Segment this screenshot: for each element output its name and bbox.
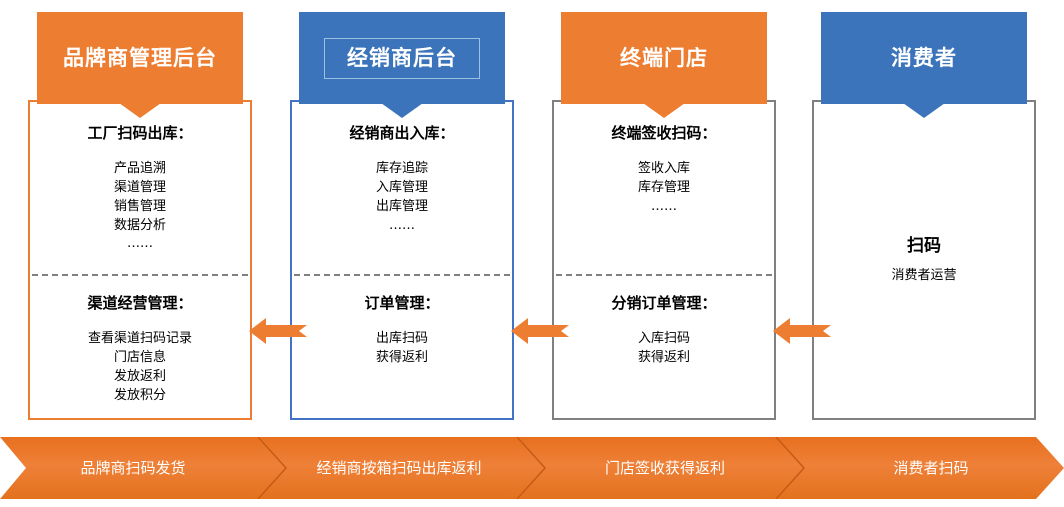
section-line: 库存管理 bbox=[637, 179, 690, 195]
section-line: 发放积分 bbox=[113, 387, 166, 403]
section-line: 签收入库 bbox=[637, 161, 690, 176]
section-line: …… bbox=[389, 217, 415, 233]
section-divider bbox=[32, 274, 248, 276]
consumer-content: 扫码 消费者运营 bbox=[814, 102, 1034, 418]
header-tail-icon bbox=[119, 103, 161, 118]
column-header-label: 经销商后台 bbox=[324, 37, 480, 79]
section-distributor-inout: 经销商出入库： 库存追踪 入库管理 出库管理 …… bbox=[292, 124, 512, 235]
arrow-distributor-to-brand-icon bbox=[249, 316, 307, 346]
section-distribution-order: 分销订单管理： 入库扫码 获得返利 bbox=[554, 294, 774, 368]
section-title: 经销商出入库： bbox=[349, 124, 455, 142]
section-line: 出库管理 bbox=[375, 198, 428, 214]
section-line: …… bbox=[127, 236, 153, 252]
column-body-consumer: 扫码 消费者运营 bbox=[812, 100, 1036, 420]
column-brand-owner[interactable]: 工厂扫码出库： 产品追溯 渠道管理 销售管理 数据分析 …… 渠道经营管理： 查… bbox=[28, 12, 252, 420]
consumer-main-label: 扫码 bbox=[907, 236, 941, 256]
column-header-label: 消费者 bbox=[891, 45, 957, 70]
column-body-distributor: 经销商出入库： 库存追踪 入库管理 出库管理 …… 订单管理： 出库扫码 获得返… bbox=[290, 100, 514, 420]
flow-step-label: 消费者扫码 bbox=[893, 458, 969, 477]
section-line: 产品追溯 bbox=[113, 161, 166, 176]
column-body-terminal-store: 终端签收扫码： 签收入库 库存管理 …… 分销订单管理： 入库扫码 获得返利 bbox=[552, 100, 776, 420]
section-title: 渠道经营管理： bbox=[87, 294, 193, 312]
section-line: 渠道管理 bbox=[113, 179, 166, 195]
section-line: 入库扫码 bbox=[637, 331, 690, 346]
section-line: 出库扫码 bbox=[375, 331, 428, 346]
section-order-management: 订单管理： 出库扫码 获得返利 bbox=[292, 294, 512, 368]
section-line: 数据分析 bbox=[113, 217, 166, 233]
section-title: 终端签收扫码： bbox=[611, 124, 717, 142]
section-title: 订单管理： bbox=[364, 294, 440, 312]
section-divider bbox=[556, 274, 772, 276]
column-consumer[interactable]: 扫码 消费者运营 消费者 bbox=[812, 12, 1036, 420]
section-line: 发放返利 bbox=[113, 368, 166, 384]
column-header-consumer: 消费者 bbox=[821, 12, 1027, 118]
header-tail-icon bbox=[643, 103, 685, 118]
section-title: 工厂扫码出库： bbox=[87, 124, 193, 142]
column-terminal-store[interactable]: 终端签收扫码： 签收入库 库存管理 …… 分销订单管理： 入库扫码 获得返利 终… bbox=[552, 12, 776, 420]
section-line: …… bbox=[651, 198, 677, 214]
column-body-brand-owner: 工厂扫码出库： 产品追溯 渠道管理 销售管理 数据分析 …… 渠道经营管理： 查… bbox=[28, 100, 252, 420]
flow-ribbon bbox=[0, 437, 1064, 499]
section-line: 查看渠道扫码记录 bbox=[87, 331, 192, 346]
section-terminal-receipt-scan: 终端签收扫码： 签收入库 库存管理 …… bbox=[554, 124, 774, 217]
section-channel-operation: 渠道经营管理： 查看渠道扫码记录 门店信息 发放返利 发放积分 bbox=[30, 294, 250, 405]
arrow-store-to-distributor-icon bbox=[511, 316, 569, 346]
section-line: 获得返利 bbox=[375, 349, 428, 365]
flow-ribbon-labels: 品牌商扫码发货 经销商按箱扫码出库返利 门店签收获得返利 消费者扫码 bbox=[0, 437, 1064, 499]
arrow-consumer-to-store-icon bbox=[773, 316, 831, 346]
section-line: 销售管理 bbox=[113, 198, 166, 214]
header-tail-icon bbox=[903, 103, 945, 118]
flow-step-label: 门店签收获得返利 bbox=[604, 458, 725, 477]
column-header-distributor: 经销商后台 bbox=[299, 12, 505, 118]
flow-step-label: 品牌商扫码发货 bbox=[80, 458, 186, 477]
section-factory-scan-out: 工厂扫码出库： 产品追溯 渠道管理 销售管理 数据分析 …… bbox=[30, 124, 250, 254]
section-line: 门店信息 bbox=[113, 349, 166, 365]
column-header-label: 终端门店 bbox=[620, 45, 708, 70]
consumer-sub-label: 消费者运营 bbox=[891, 268, 957, 283]
section-line: 库存追踪 bbox=[375, 161, 428, 176]
flow-step-label: 经销商按箱扫码出库返利 bbox=[316, 458, 482, 477]
section-title: 分销订单管理： bbox=[611, 294, 717, 312]
header-tail-icon bbox=[381, 103, 423, 118]
column-distributor[interactable]: 经销商出入库： 库存追踪 入库管理 出库管理 …… 订单管理： 出库扫码 获得返… bbox=[290, 12, 514, 420]
column-header-brand-owner: 品牌商管理后台 bbox=[37, 12, 243, 118]
column-header-terminal-store: 终端门店 bbox=[561, 12, 767, 118]
column-header-label: 品牌商管理后台 bbox=[63, 45, 217, 70]
section-line: 入库管理 bbox=[375, 179, 428, 195]
section-line: 获得返利 bbox=[637, 349, 690, 365]
section-divider bbox=[294, 274, 510, 276]
